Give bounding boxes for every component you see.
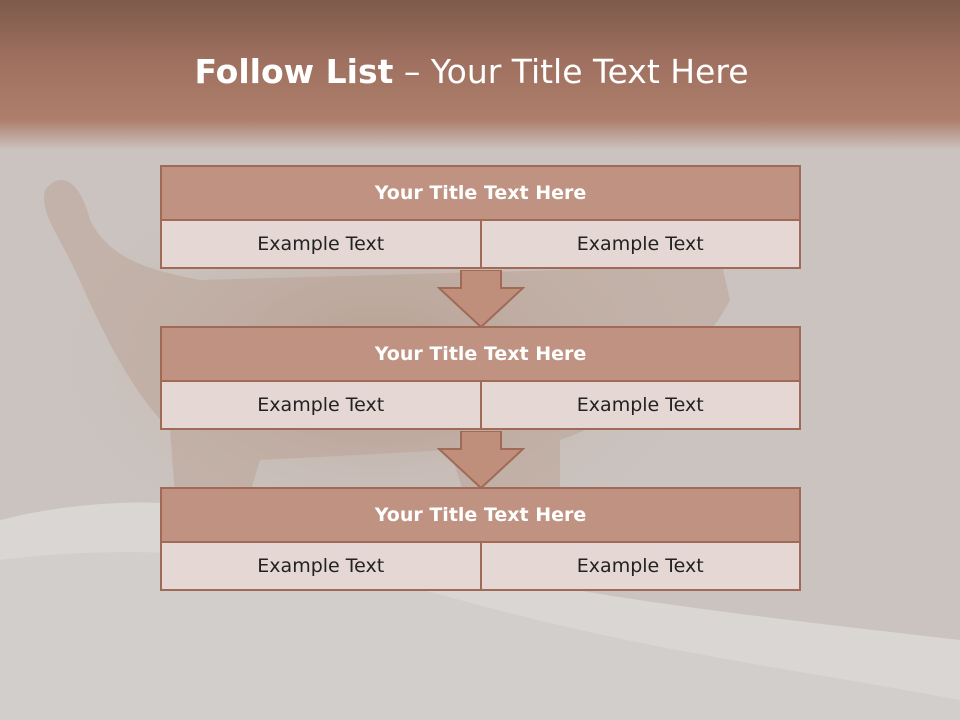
- down-arrow-icon: [437, 431, 525, 489]
- slide-title: Follow List – Your Title Text Here: [0, 52, 943, 91]
- block-title: Your Title Text Here: [160, 326, 801, 382]
- down-arrow-icon: [437, 270, 525, 328]
- slide-title-rest: – Your Title Text Here: [403, 52, 749, 91]
- block-cell-right: Example Text: [479, 219, 801, 269]
- block-title: Your Title Text Here: [160, 487, 801, 543]
- block-cell-right: Example Text: [479, 380, 801, 430]
- block-row: Example Text Example Text: [160, 380, 801, 430]
- block-row: Example Text Example Text: [160, 219, 801, 269]
- block-cell-left: Example Text: [160, 219, 482, 269]
- block-cell-right: Example Text: [479, 541, 801, 591]
- follow-block-3: Your Title Text Here Example Text Exampl…: [160, 487, 801, 591]
- slide-title-strong: Follow List: [194, 52, 394, 91]
- block-cell-left: Example Text: [160, 541, 482, 591]
- block-row: Example Text Example Text: [160, 541, 801, 591]
- title-bar: [0, 0, 960, 150]
- block-cell-left: Example Text: [160, 380, 482, 430]
- block-title: Your Title Text Here: [160, 165, 801, 221]
- follow-block-2: Your Title Text Here Example Text Exampl…: [160, 326, 801, 430]
- follow-block-1: Your Title Text Here Example Text Exampl…: [160, 165, 801, 269]
